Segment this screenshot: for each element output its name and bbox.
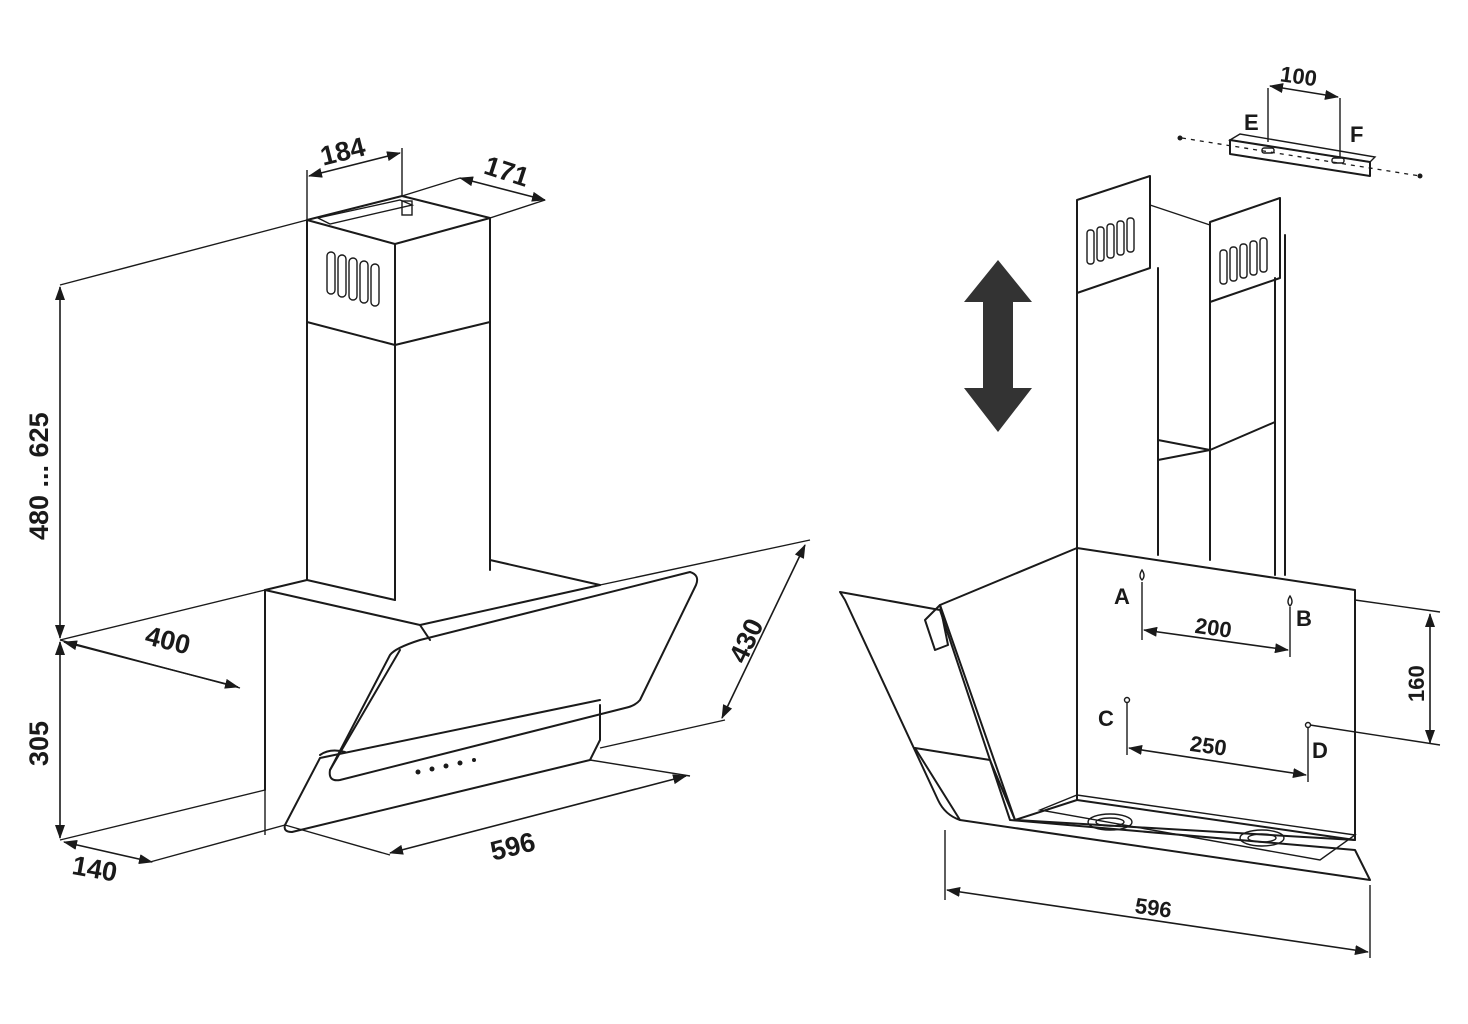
chimney-duct (306, 195, 491, 601)
wall-bracket (1177, 88, 1423, 179)
vent-slots-right (1219, 237, 1268, 285)
body-depth-label: 400 (142, 620, 193, 660)
extension-lines (59, 148, 811, 863)
cd-spacing-label: 250 (1188, 731, 1228, 761)
vertical-spacing-label: 160 (1404, 665, 1429, 702)
vent-slots-left (1086, 217, 1135, 265)
bottom-depth-label: 140 (70, 850, 120, 887)
point-f-label: F (1350, 122, 1363, 147)
right-width-label: 596 (1133, 893, 1173, 923)
point-e-label: E (1244, 110, 1259, 135)
vent-slots (326, 251, 380, 307)
duct-depth-label: 171 (481, 150, 533, 192)
hole-d-label: D (1312, 738, 1328, 763)
bracket-spacing-label: 100 (1279, 61, 1319, 91)
control-buttons (415, 758, 476, 775)
chimney-panels (1076, 175, 1286, 576)
hood-back-body (839, 547, 1371, 881)
glass-height-label: 430 (723, 614, 769, 668)
duct-height-label: 480 ... 625 (24, 412, 54, 540)
mounting-holes (1123, 568, 1441, 782)
ab-spacing-label: 200 (1193, 613, 1233, 643)
double-arrow-icon (964, 260, 1032, 432)
left-hood-view: 184 171 480 ... 625 305 400 140 430 596 (24, 132, 811, 888)
hole-a-label: A (1114, 584, 1130, 609)
body-height-label: 305 (24, 721, 54, 766)
right-hood-view: 100 E F (839, 61, 1441, 958)
width-label: 596 (487, 827, 538, 867)
hole-b-label: B (1296, 606, 1312, 631)
dimension-lines (55, 151, 806, 864)
glass-panel (283, 571, 699, 833)
hood-body (264, 559, 601, 791)
duct-width-label: 184 (317, 132, 368, 172)
hole-c-label: C (1098, 706, 1114, 731)
